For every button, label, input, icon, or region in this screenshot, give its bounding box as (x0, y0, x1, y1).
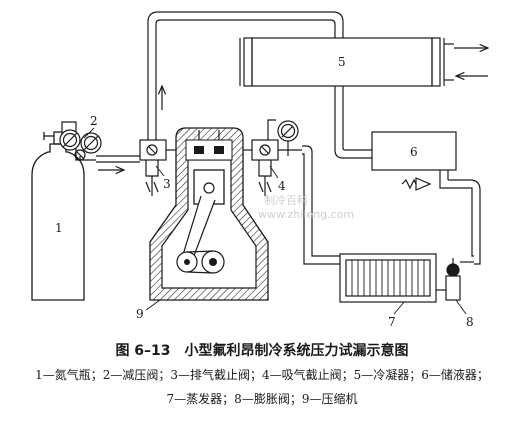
watermark-title: 制冷百科 (264, 193, 308, 207)
label-discharge-valve: 3 (163, 177, 171, 191)
label-compressor: 9 (136, 307, 144, 321)
pressure-reducer (59, 121, 102, 161)
label-evaporator: 7 (388, 315, 396, 329)
label-nitrogen-cylinder: 1 (55, 221, 63, 235)
label-expansion-valve: 8 (466, 315, 474, 329)
compressor (149, 127, 269, 301)
label-condenser: 5 (338, 55, 346, 69)
refrigeration-leak-test-diagram: 1 2 3 4 5 6 7 8 9 制冷百科 www.zhileng.com (31, 11, 524, 329)
label-receiver: 6 (410, 145, 418, 159)
expansion-valve (445, 258, 474, 301)
discharge-shutoff-valve (139, 139, 176, 196)
label-suction-valve: 4 (278, 179, 286, 193)
label-pressure-reducer: 2 (90, 114, 98, 128)
charging-line (96, 155, 140, 170)
discharge-line (147, 11, 344, 140)
leader-lines (83, 127, 467, 315)
figure-legend-line-2: 7—蒸发器；8—膨胀阀；9—压缩机 (166, 392, 358, 406)
suction-line (302, 145, 340, 265)
watermark-url: www.zhileng.com (258, 208, 354, 221)
condenser (239, 37, 488, 87)
figure-title: 图 6–13 小型氟利昂制冷系统压力试漏示意图 (115, 343, 409, 359)
liquid-line-condenser-receiver (334, 86, 372, 159)
figure-legend-line-1: 1—氮气瓶；2—减压阀；3—排气截止阀；4—吸气截止阀；5—冷凝器；6—储液器； (35, 368, 489, 382)
filter-drier (401, 177, 481, 265)
receiver (371, 131, 457, 180)
evaporator (339, 253, 446, 303)
suction-shutoff-valve (243, 119, 302, 196)
